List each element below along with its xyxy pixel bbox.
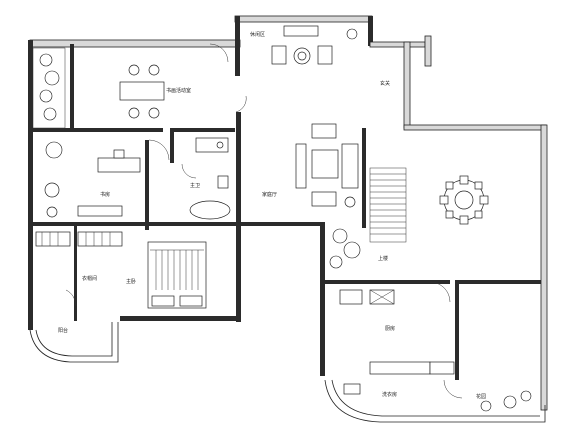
label-terrace: 花园 [476, 393, 486, 400]
label-leisure-area: 休闲区 [250, 31, 265, 38]
label-reading-area: 书画活动室 [166, 87, 191, 94]
outer-walls [28, 15, 548, 411]
label-kitchen: 厨房 [385, 325, 395, 332]
living-sofa-set [295, 123, 359, 208]
kitchen-counters [339, 289, 455, 395]
label-entrance: 玄关 [380, 80, 390, 87]
label-study-room: 书房 [100, 191, 110, 198]
label-walk-in-closet: 衣帽间 [82, 275, 97, 282]
label-stair: 上楼 [378, 255, 388, 262]
master-bed [147, 241, 207, 309]
label-bathroom: 主卫 [190, 182, 200, 189]
label-utility: 洗衣房 [382, 391, 397, 398]
staircase [369, 167, 407, 243]
lounge-set [271, 25, 333, 65]
label-family-room: 家庭厅 [262, 191, 277, 198]
label-master-bedroom: 主卧 [126, 278, 136, 285]
label-balcony: 阳台 [58, 327, 68, 334]
study-desk [44, 149, 141, 218]
door-swings [65, 43, 463, 399]
dining-table [439, 175, 489, 225]
terrace-curve [324, 379, 546, 423]
activity-table [119, 64, 165, 119]
balcony-curve-left [29, 322, 119, 363]
bathroom-fixtures [189, 137, 231, 220]
closet-shelves [35, 231, 123, 247]
plants [39, 28, 532, 412]
